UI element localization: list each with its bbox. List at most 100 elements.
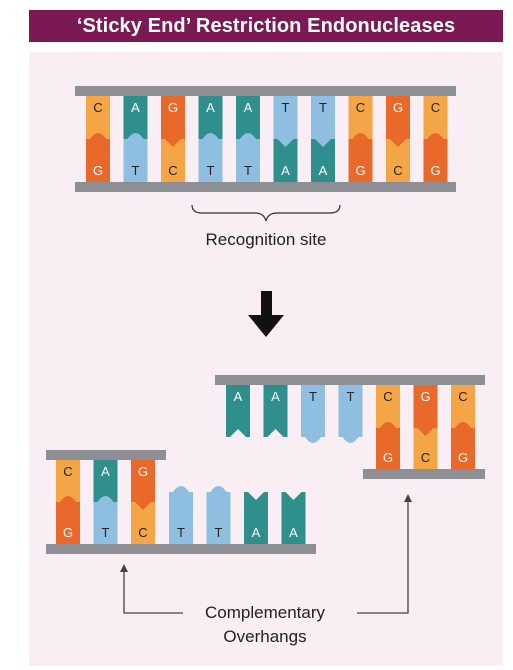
base-letter-top-8: G: [393, 100, 403, 115]
base-letter-bottom-6: A: [319, 163, 328, 178]
base-letter-left-bot-1: T: [102, 525, 110, 540]
base-letter-right-bot-1: C: [421, 450, 430, 465]
right-top-backbone: [215, 375, 485, 385]
cut-arrow-icon: [248, 291, 284, 337]
arrow-shape: [248, 291, 284, 337]
base-letter-bottom-2: C: [168, 163, 177, 178]
base-letter-left-ov-3: A: [289, 525, 298, 540]
left-pointer-line: [123, 570, 183, 614]
base-T-left-ov-1: [206, 486, 231, 544]
bracket-line: [191, 204, 341, 222]
left-top-backbone: [46, 450, 166, 460]
recognition-site-label: Recognition site: [205, 230, 327, 249]
base-letter-top-0: C: [93, 100, 102, 115]
base-letter-bottom-4: T: [244, 163, 252, 178]
title-banner: ‘Sticky End’ Restriction Endonucleases: [29, 10, 503, 42]
base-G-right-top-1: [413, 385, 438, 438]
base-C-right-top-0: [376, 385, 400, 432]
base-A-left-ov-2: [244, 492, 268, 544]
base-letter-bottom-3: T: [207, 163, 215, 178]
right-pointer-line: [357, 500, 409, 614]
base-T-left-bot-1: [93, 496, 118, 544]
base-letter-right-top-1: G: [420, 389, 430, 404]
top-backbone: [75, 86, 456, 96]
base-letter-top-5: T: [282, 100, 290, 115]
base-G-right-bot-2: [451, 422, 475, 469]
base-C-left-top-0: [56, 460, 80, 506]
base-A-top-3: [198, 96, 223, 141]
base-letter-right-ov-0: A: [234, 389, 243, 404]
right-fragment: A A T T C G C G C G: [215, 375, 485, 479]
base-C-top-0: [86, 96, 110, 141]
base-A-right-ov-0: [226, 385, 250, 437]
base-letter-top-3: A: [206, 100, 215, 115]
overhangs-label-line-1: Complementary: [205, 603, 325, 622]
base-G-left-bot-0: [56, 496, 80, 544]
base-T-right-ov-2: [301, 385, 325, 443]
base-C-bottom-2: [161, 139, 185, 182]
right-bottom-backbone: [363, 469, 485, 479]
base-letter-bottom-8: C: [393, 163, 402, 178]
diagram-title: ‘Sticky End’ Restriction Endonucleases: [76, 14, 456, 37]
base-letter-top-2: G: [168, 100, 178, 115]
base-C-right-bot-1: [413, 428, 438, 469]
right-pointer-arrowhead: [404, 494, 412, 502]
overhang-pointer-lines: [120, 494, 412, 614]
base-letter-top-6: T: [319, 100, 327, 115]
base-letter-left-ov-1: T: [215, 525, 223, 540]
bottom-backbone: [75, 182, 456, 192]
base-A-top-1: [123, 96, 148, 141]
base-letter-left-top-0: C: [63, 464, 72, 479]
base-G-bottom-9: [423, 133, 448, 182]
base-letter-left-bot-0: G: [63, 525, 73, 540]
base-letter-left-top-2: G: [138, 464, 148, 479]
left-bottom-backbone: [46, 544, 316, 554]
base-C-right-top-2: [451, 385, 475, 432]
base-C-left-bot-2: [131, 502, 155, 544]
base-A-bottom-5: [273, 139, 298, 182]
base-letter-right-top-2: C: [458, 389, 467, 404]
base-letter-right-top-0: C: [383, 389, 392, 404]
base-letter-bottom-9: G: [430, 163, 440, 178]
base-C-bottom-8: [386, 139, 410, 182]
base-A-right-ov-1: [263, 385, 288, 437]
base-letter-top-1: A: [131, 100, 140, 115]
base-letter-right-ov-3: T: [347, 389, 355, 404]
base-letter-left-ov-0: T: [177, 525, 185, 540]
base-T-top-6: [311, 96, 335, 147]
base-A-left-ov-3: [281, 492, 306, 544]
base-C-top-7: [348, 96, 373, 141]
base-letter-right-ov-1: A: [271, 389, 280, 404]
base-letter-left-ov-2: A: [252, 525, 261, 540]
base-T-bottom-4: [236, 133, 260, 182]
base-letter-top-9: C: [431, 100, 440, 115]
base-G-top-2: [161, 96, 185, 147]
left-pointer-arrowhead: [120, 564, 128, 572]
base-T-right-ov-3: [338, 385, 363, 443]
base-letter-right-bot-0: G: [383, 450, 393, 465]
base-letter-right-bot-2: G: [458, 450, 468, 465]
base-G-top-8: [386, 96, 410, 147]
base-A-left-top-1: [93, 460, 118, 506]
base-A-top-4: [236, 96, 260, 141]
base-letter-top-7: C: [356, 100, 365, 115]
base-G-bottom-0: [86, 133, 110, 182]
base-C-top-9: [423, 96, 448, 141]
base-letter-top-4: A: [244, 100, 253, 115]
base-G-left-top-2: [131, 460, 155, 512]
base-G-right-bot-0: [376, 422, 400, 469]
base-T-left-ov-0: [169, 486, 193, 544]
base-letter-bottom-0: G: [93, 163, 103, 178]
base-letter-right-ov-2: T: [309, 389, 317, 404]
base-G-bottom-7: [348, 133, 373, 182]
overhangs-label-line-2: Overhangs: [223, 627, 307, 646]
recognition-site-bracket: [191, 204, 341, 222]
base-letter-bottom-1: T: [132, 163, 140, 178]
base-T-bottom-3: [198, 133, 223, 182]
base-T-bottom-1: [123, 133, 148, 182]
base-T-top-5: [273, 96, 298, 147]
base-letter-left-bot-2: C: [138, 525, 147, 540]
